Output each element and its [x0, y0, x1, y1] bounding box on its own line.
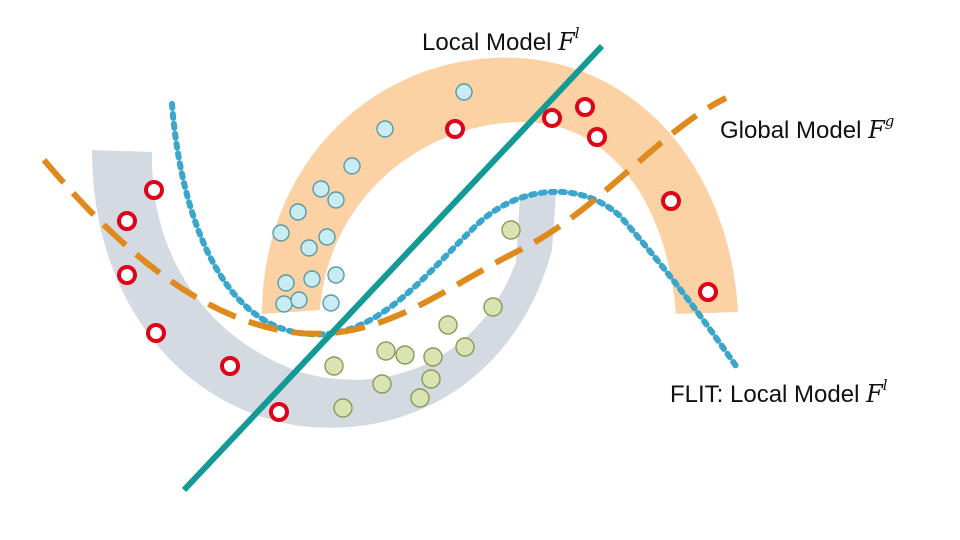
global-model-label: Global Model Fg: [720, 112, 894, 144]
blue-point: [300, 239, 318, 257]
blue-point: [343, 157, 361, 175]
red-ring-point: [698, 282, 718, 302]
red-ring-point: [587, 127, 607, 147]
green-point: [423, 347, 443, 367]
blue-point: [327, 191, 345, 209]
green-point: [372, 374, 392, 394]
local-model-line: [181, 43, 605, 493]
blue-point: [455, 83, 473, 101]
green-point: [438, 315, 458, 335]
blue-point: [290, 291, 308, 309]
green-points: [324, 220, 521, 418]
flit-local-model-curve: [169, 101, 739, 369]
green-point: [483, 297, 503, 317]
green-point: [410, 388, 430, 408]
red-ring-point: [117, 211, 137, 231]
blue-point: [272, 224, 290, 242]
global-model-superscript: g: [885, 112, 895, 130]
blue-point: [275, 295, 293, 313]
red-ring-point: [146, 323, 166, 343]
blue-point: [312, 180, 330, 198]
blue-point: [277, 274, 295, 292]
flit-local-model-superscript: l: [883, 376, 888, 394]
blue-point: [376, 120, 394, 138]
green-point: [395, 345, 415, 365]
green-point: [421, 369, 441, 389]
red-ring-point: [220, 356, 240, 376]
blue-point: [322, 294, 340, 312]
blue-point: [289, 203, 307, 221]
green-point: [501, 220, 521, 240]
local-model-symbol: F: [557, 28, 576, 56]
green-point: [324, 356, 344, 376]
local-model-superscript: l: [575, 24, 580, 42]
red-ring-point: [269, 402, 289, 422]
blue-point: [318, 228, 336, 246]
red-ring-points: [117, 97, 718, 422]
red-ring-point: [445, 119, 465, 139]
global-model-label-text: Global Model: [720, 117, 868, 144]
global-model-symbol: F: [867, 116, 886, 144]
flit-local-model-symbol: F: [865, 380, 884, 408]
flit-local-model-label-text: FLIT: Local Model: [670, 381, 866, 408]
green-point: [376, 341, 396, 361]
red-ring-point: [144, 180, 164, 200]
blue-point: [327, 266, 345, 284]
blue-point: [303, 270, 321, 288]
green-point: [455, 337, 475, 357]
red-ring-point: [542, 108, 562, 128]
local-model-label: Local Model Fl: [422, 24, 580, 56]
blue-points: [272, 83, 473, 313]
red-ring-point: [575, 97, 595, 117]
global-model-curve: [41, 95, 728, 337]
local-model-label-text: Local Model: [422, 29, 558, 56]
red-ring-point: [661, 191, 681, 211]
red-ring-point: [117, 265, 137, 285]
flit-local-model-label: FLIT: Local Model Fl: [670, 376, 888, 408]
green-point: [333, 398, 353, 418]
